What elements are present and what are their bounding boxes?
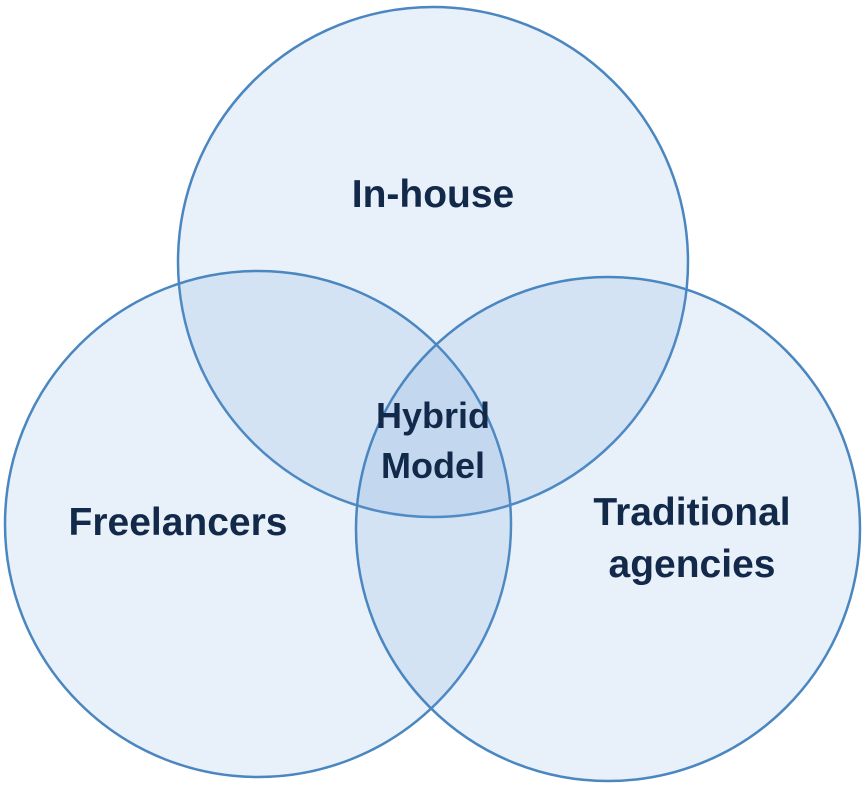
in-house-label: In-house: [351, 173, 515, 216]
freelancers-circle: [3, 269, 513, 779]
freelancers-label: Freelancers: [68, 501, 288, 544]
traditional-agencies-circle: [354, 275, 862, 783]
in-house-circle: [176, 5, 690, 519]
